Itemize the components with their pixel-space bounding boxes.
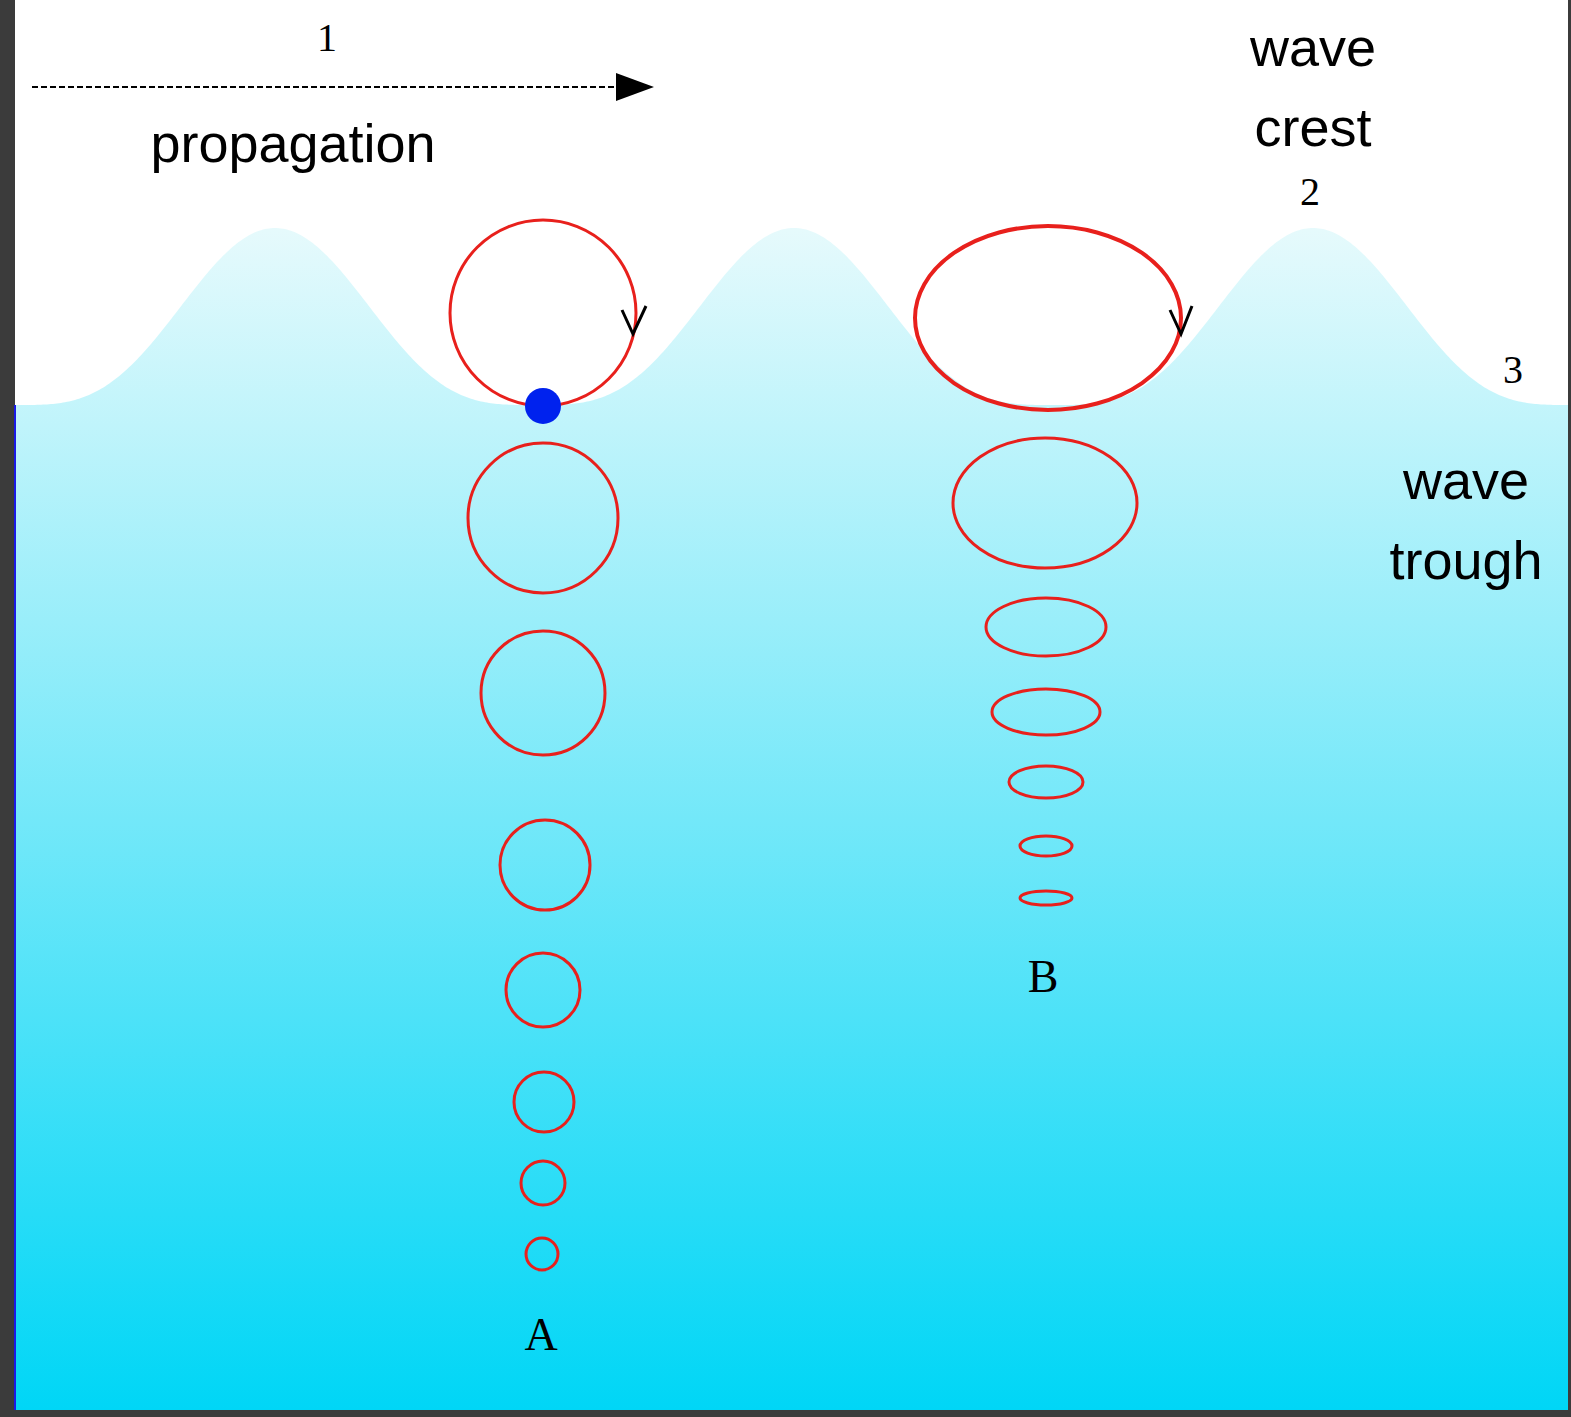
sky-ground: [15, 0, 1568, 1410]
callout-number: 3: [1503, 347, 1523, 393]
water-body: [15, 228, 1568, 1410]
column-letter: B: [1028, 951, 1059, 1004]
callout-number: 2: [1300, 169, 1320, 215]
orbit-circle: [514, 1072, 574, 1132]
propagation-arrow-line: [32, 86, 622, 88]
orbit-ellipse: [1020, 891, 1072, 905]
direction-chevron: [1170, 306, 1192, 334]
orbit-group-shallow: [915, 226, 1181, 905]
orbit-circle: [468, 443, 618, 593]
orbit-ellipse: [1020, 836, 1072, 856]
direction-label: propagation: [150, 112, 435, 174]
orbit-circle: [521, 1161, 565, 1205]
direction-chevron: [622, 306, 646, 334]
orbit-circle: [450, 220, 636, 406]
orbit-ellipse: [992, 689, 1100, 735]
column-letter: A: [524, 1309, 557, 1362]
trough-label: wave trough: [1366, 440, 1566, 600]
orbit-ellipse: [1009, 766, 1083, 798]
orbit-ellipse: [915, 226, 1181, 410]
orbit-circle: [526, 1238, 558, 1270]
water-outline: [14, 405, 16, 1410]
callout-number: 1: [317, 15, 337, 61]
orbit-circle: [506, 953, 580, 1027]
orbit-group-deep: [450, 220, 636, 1270]
propagation-arrowhead: [616, 73, 654, 101]
orbit-ellipse: [986, 598, 1106, 656]
orbit-circle: [500, 820, 590, 910]
water-particle: [525, 388, 561, 424]
crest-label: wave crest: [1213, 7, 1413, 167]
orbit-circle: [481, 631, 605, 755]
orbit-ellipse: [953, 438, 1137, 568]
